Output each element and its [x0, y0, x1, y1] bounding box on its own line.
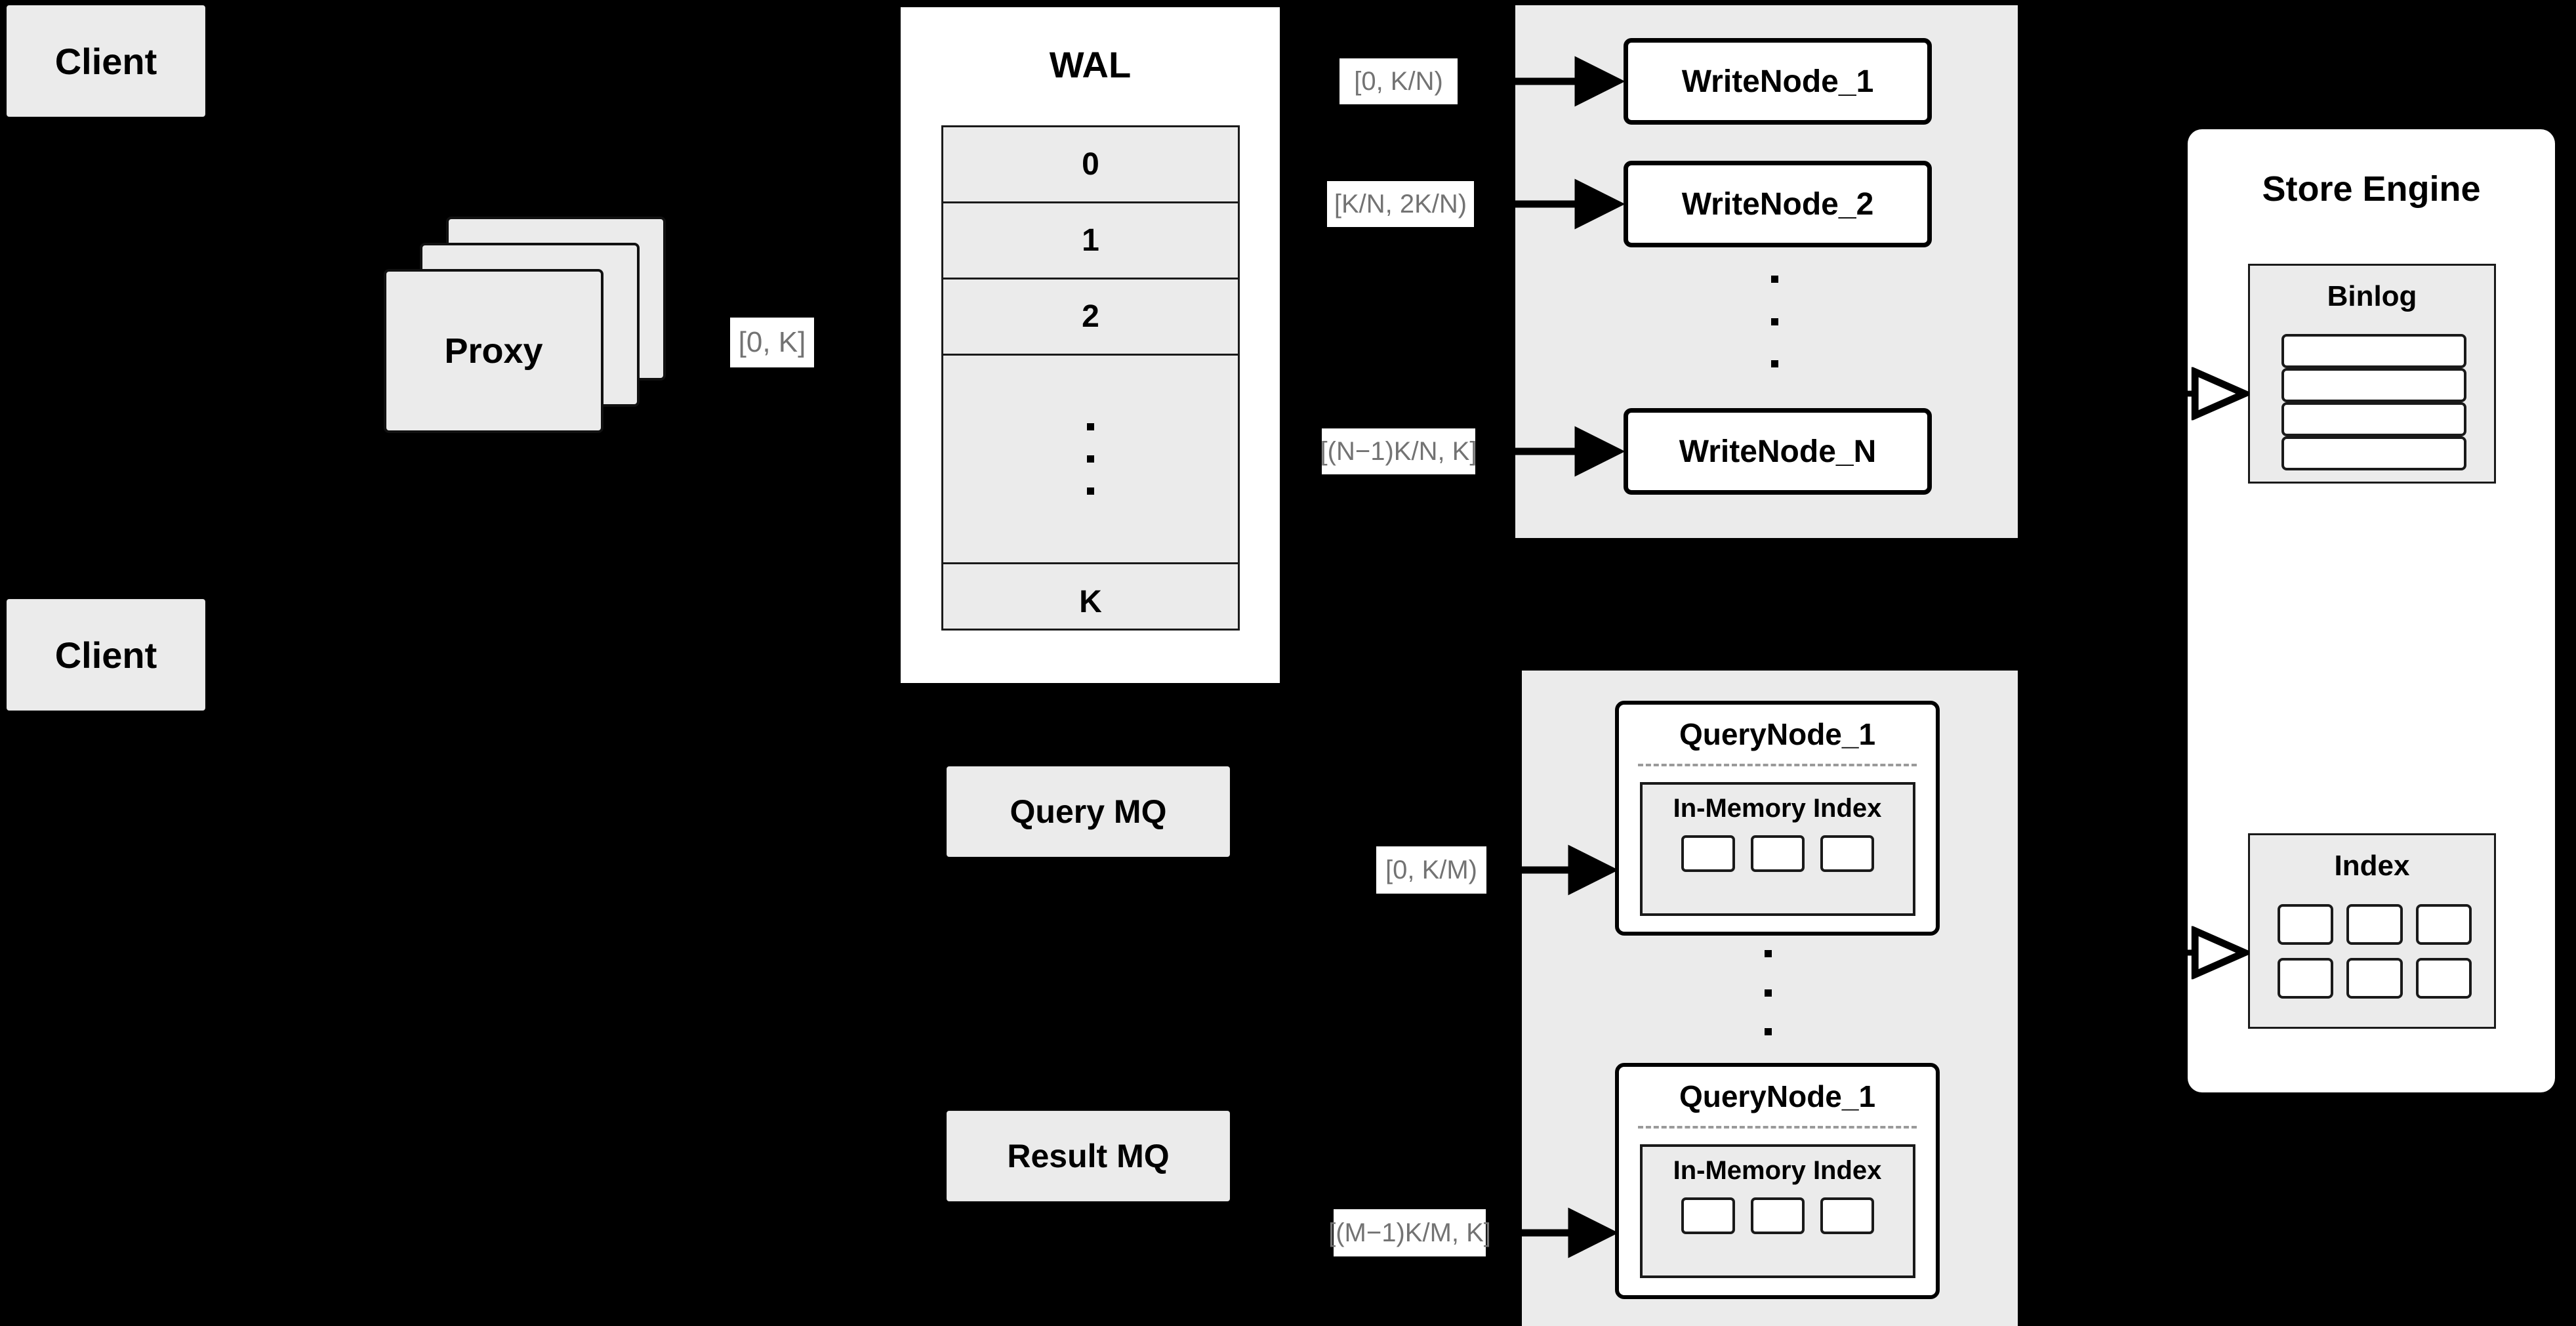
ellipsis-dot [1771, 360, 1778, 367]
query-node-1[interactable]: QueryNode_1 In-Memory Index [1615, 701, 1940, 936]
proxy-box[interactable]: Proxy [384, 269, 603, 433]
wal-row-1: 1 [943, 203, 1238, 280]
wal-row-2: 2 [943, 280, 1238, 356]
index-title: Index [2334, 850, 2410, 882]
ellipsis-dot [1765, 989, 1772, 997]
index-cell[interactable] [2415, 904, 2472, 945]
index-grid [2278, 904, 2472, 999]
query-panel-ellipsis [1765, 950, 1772, 1035]
index-cell[interactable] [1681, 835, 1735, 872]
index-cell[interactable] [2346, 958, 2403, 999]
query-node-2-range-label: [(M−1)K/M, K] [1328, 1209, 1491, 1256]
client-box-2[interactable]: Client [7, 599, 205, 711]
binlog-rows [2281, 334, 2466, 470]
in-memory-index-1-title: In-Memory Index [1673, 794, 1882, 823]
wal-row-k: K [1079, 584, 1102, 619]
proxy-label: Proxy [444, 331, 543, 371]
client-label-1: Client [54, 40, 157, 82]
binlog-box: Binlog [2248, 264, 2496, 484]
write-node-1[interactable]: WriteNode_1 [1624, 38, 1932, 125]
ellipsis-dot [1087, 423, 1094, 430]
proxy-range-label: [0, K] [730, 318, 814, 367]
write-node-n-range-label: [(N−1)K/N, K] [1320, 428, 1477, 474]
index-cell[interactable] [1750, 1197, 1805, 1234]
client-box-1[interactable]: Client [7, 5, 205, 117]
ellipsis-dot [1771, 276, 1778, 283]
result-mq-label: Result MQ [1007, 1138, 1170, 1174]
write-node-2-label: WriteNode_2 [1681, 186, 1874, 222]
in-memory-index-1: In-Memory Index [1639, 782, 1915, 916]
write-node-1-label: WriteNode_1 [1681, 64, 1874, 99]
query-node-1-label: QueryNode_1 [1679, 717, 1876, 751]
ellipsis-dot [1765, 950, 1772, 957]
index-cell[interactable] [1750, 835, 1805, 872]
store-engine-panel: Store Engine Binlog Index [2188, 129, 2555, 1092]
index-cell[interactable] [2346, 904, 2403, 945]
query-node-1-range-label: [0, K/M) [1376, 846, 1486, 894]
write-node-2[interactable]: WriteNode_2 [1624, 161, 1932, 247]
ellipsis-dot [1771, 318, 1778, 325]
query-node-2[interactable]: QueryNode_1 In-Memory Index [1615, 1063, 1940, 1299]
query-mq-label: Query MQ [1010, 793, 1167, 830]
index-cell[interactable] [1820, 1197, 1874, 1234]
index-cell[interactable] [2278, 904, 2334, 945]
wal-table: 0 1 2 K [941, 125, 1240, 631]
ellipsis-dot [1087, 487, 1094, 495]
wal-title: WAL [1049, 44, 1132, 85]
result-mq-box[interactable]: Result MQ [947, 1111, 1230, 1201]
binlog-row[interactable] [2281, 402, 2466, 436]
index-cell[interactable] [1681, 1197, 1735, 1234]
index-cell[interactable] [2415, 958, 2472, 999]
write-node-2-range-label: [K/N, 2K/N) [1327, 181, 1474, 227]
in-memory-index-2-title: In-Memory Index [1673, 1156, 1882, 1185]
binlog-row[interactable] [2281, 436, 2466, 470]
in-memory-index-2-cells [1681, 1197, 1874, 1234]
in-memory-index-2: In-Memory Index [1639, 1144, 1915, 1278]
index-cell[interactable] [1820, 835, 1874, 872]
index-cell[interactable] [2278, 958, 2334, 999]
write-node-1-range-label: [0, K/N) [1339, 58, 1458, 104]
store-engine-title: Store Engine [2262, 169, 2481, 209]
client-label-2: Client [54, 634, 157, 676]
binlog-row[interactable] [2281, 334, 2466, 368]
ellipsis-dot [1087, 455, 1094, 463]
wal-row-0: 0 [943, 127, 1238, 203]
write-node-n[interactable]: WriteNode_N [1624, 408, 1932, 495]
query-mq-box[interactable]: Query MQ [947, 766, 1230, 857]
wal-panel: WAL 0 1 2 K [897, 4, 1283, 686]
in-memory-index-1-cells [1681, 835, 1874, 872]
write-node-n-label: WriteNode_N [1679, 434, 1877, 469]
wal-row-ellipsis [943, 356, 1238, 564]
query-node-2-separator [1637, 1126, 1917, 1129]
write-panel-ellipsis [1771, 276, 1779, 367]
ellipsis-dot [1765, 1028, 1772, 1035]
binlog-title: Binlog [2327, 280, 2417, 312]
index-box: Index [2248, 833, 2496, 1029]
query-node-1-separator [1637, 764, 1917, 766]
query-node-2-label: QueryNode_1 [1679, 1079, 1876, 1113]
binlog-row[interactable] [2281, 368, 2466, 402]
